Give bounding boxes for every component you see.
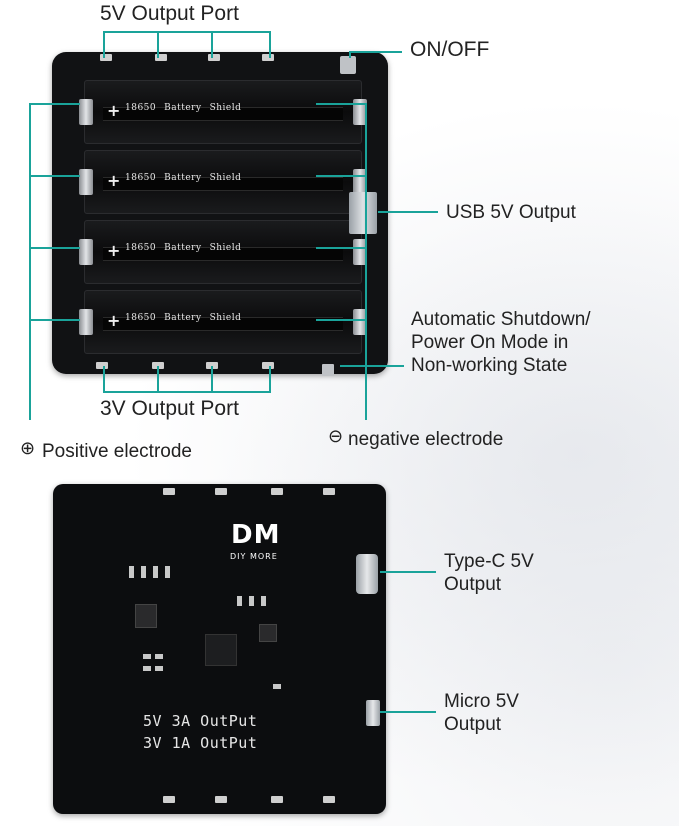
pad-3v bbox=[262, 362, 274, 369]
label-micro-line2: Output bbox=[444, 714, 502, 735]
pad-3v bbox=[323, 796, 335, 803]
ic-chip bbox=[259, 624, 277, 642]
cell-label: Shield bbox=[209, 243, 242, 253]
component bbox=[237, 596, 242, 606]
cell-label: Battery bbox=[164, 313, 202, 323]
component bbox=[143, 654, 151, 659]
label-auto-shutdown-line1: Automatic Shutdown/ bbox=[411, 309, 591, 330]
label-negative-electrode: negative electrode bbox=[348, 429, 504, 450]
cell-label: Shield bbox=[209, 103, 242, 113]
pad-5v bbox=[262, 54, 274, 61]
on-off-switch bbox=[340, 56, 356, 74]
battery-clip bbox=[79, 99, 93, 125]
callout-3v-output bbox=[103, 366, 271, 393]
ic-chip bbox=[135, 604, 157, 628]
component bbox=[261, 596, 266, 606]
component bbox=[273, 684, 281, 689]
cell-label: 18650 bbox=[125, 313, 157, 323]
label-on-off: ON/OFF bbox=[410, 38, 490, 61]
battery-clip bbox=[353, 239, 367, 265]
plus-icon: + bbox=[107, 101, 121, 120]
pad-5v bbox=[323, 488, 335, 495]
component bbox=[165, 566, 170, 578]
label-typec-line1: Type-C 5V bbox=[444, 551, 534, 572]
cell-label: Battery bbox=[164, 173, 202, 183]
battery-clip bbox=[79, 239, 93, 265]
callout-positive bbox=[29, 103, 80, 420]
component bbox=[155, 654, 163, 659]
component bbox=[141, 566, 146, 578]
battery-cell-2: + 18650 Battery Shield bbox=[79, 150, 367, 214]
label-micro-line1: Micro 5V bbox=[444, 691, 519, 712]
pad-3v bbox=[206, 362, 218, 369]
label-auto-shutdown: Automatic Shutdown/ Power On Mode in Non… bbox=[411, 308, 591, 377]
mode-switch bbox=[322, 364, 334, 376]
plus-icon: + bbox=[107, 311, 121, 330]
component bbox=[129, 566, 134, 578]
battery-cell-4: + 18650 Battery Shield bbox=[79, 290, 367, 354]
label-typec-line2: Output bbox=[444, 574, 502, 595]
cell-label: Shield bbox=[209, 173, 242, 183]
cell-label: 18650 bbox=[125, 103, 157, 113]
pad-3v bbox=[152, 362, 164, 369]
label-usb-5v-output: USB 5V Output bbox=[446, 202, 576, 223]
component bbox=[155, 666, 163, 671]
inductor bbox=[205, 634, 237, 666]
type-c-port bbox=[356, 554, 378, 594]
cell-label: 18650 bbox=[125, 243, 157, 253]
component bbox=[143, 666, 151, 671]
cell-label: Shield bbox=[209, 313, 242, 323]
brand-name: DIY MORE bbox=[230, 552, 278, 561]
battery-shield-bottom-board: DM DIY MORE 5V 3A OutPut 3V 1A OutPut bbox=[53, 484, 386, 814]
label-auto-shutdown-line2: Power On Mode in bbox=[411, 332, 569, 353]
label-micro: Micro 5V Output bbox=[444, 690, 519, 736]
cell-label: 18650 bbox=[125, 173, 157, 183]
silkscreen-5v-output: 5V 3A OutPut bbox=[143, 712, 258, 730]
positive-icon: ⊕ bbox=[20, 438, 36, 459]
brand-logo: DM bbox=[231, 520, 281, 550]
component bbox=[153, 566, 158, 578]
pad-5v bbox=[100, 54, 112, 61]
pad-5v bbox=[215, 488, 227, 495]
usb-a-port bbox=[349, 192, 377, 234]
pad-5v bbox=[163, 488, 175, 495]
plus-icon: + bbox=[107, 241, 121, 260]
cell-label: Battery bbox=[164, 243, 202, 253]
label-5v-output-port: 5V Output Port bbox=[100, 2, 239, 25]
battery-clip bbox=[79, 169, 93, 195]
battery-clip bbox=[353, 309, 367, 335]
callout-negative bbox=[316, 103, 367, 420]
pad-3v bbox=[163, 796, 175, 803]
battery-cell-3: + 18650 Battery Shield bbox=[79, 220, 367, 284]
cell-label: Battery bbox=[164, 103, 202, 113]
pad-5v bbox=[155, 54, 167, 61]
silkscreen-3v-output: 3V 1A OutPut bbox=[143, 734, 258, 752]
battery-cell-1: + 18650 Battery Shield bbox=[79, 80, 367, 144]
pad-3v bbox=[271, 796, 283, 803]
pad-5v bbox=[208, 54, 220, 61]
label-auto-shutdown-line3: Non-working State bbox=[411, 355, 568, 376]
battery-clip bbox=[79, 309, 93, 335]
label-typec: Type-C 5V Output bbox=[444, 550, 534, 596]
micro-usb-port bbox=[366, 700, 380, 726]
callout-5v-output bbox=[103, 31, 271, 58]
label-positive-electrode: Positive electrode bbox=[42, 441, 192, 462]
callout-on-off bbox=[349, 51, 402, 58]
pad-3v bbox=[96, 362, 108, 369]
battery-clip bbox=[353, 99, 367, 125]
component bbox=[249, 596, 254, 606]
pad-3v bbox=[215, 796, 227, 803]
pad-5v bbox=[271, 488, 283, 495]
plus-icon: + bbox=[107, 171, 121, 190]
label-3v-output-port: 3V Output Port bbox=[100, 397, 239, 420]
negative-icon: ⊖ bbox=[328, 426, 344, 447]
